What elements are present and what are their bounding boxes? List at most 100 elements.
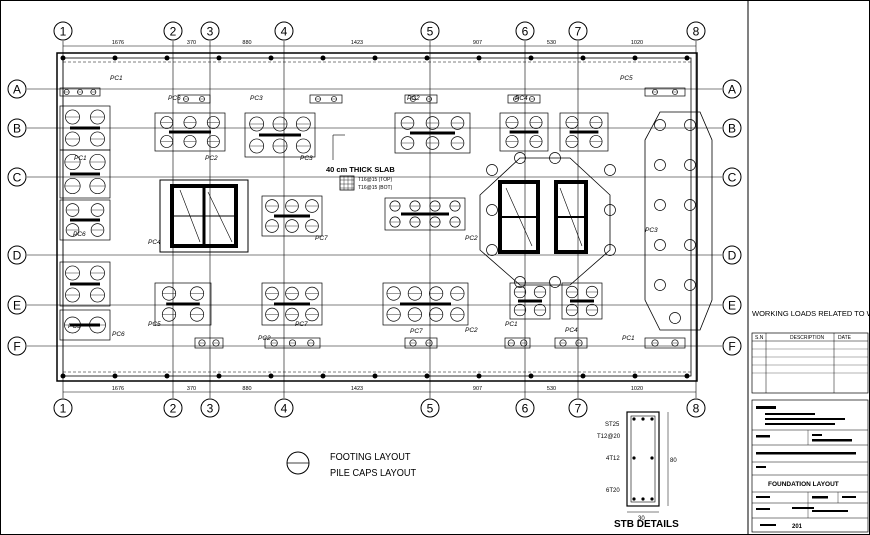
pile-cap-tag: PC3 [300,155,313,162]
pile-cap-tag: PC3 [250,95,263,102]
pile-cap [59,87,101,97]
pile-cap [504,337,531,349]
pile-cap-tag: PC2 [205,155,218,162]
pile-cap-wall [169,130,211,134]
tb-col-date: DATE [838,335,852,341]
pile-cap [261,282,323,326]
grid-label-col-1: 1 [60,25,67,39]
pile-cap [507,94,541,104]
pile [486,204,498,216]
grid-label-col-6: 6 [522,402,529,416]
grid-label-col-7: 7 [575,402,582,416]
grid-bubble-col-4 [274,398,294,418]
grid-bubble-col-7 [568,398,588,418]
legend-pile-caps-layout: PILE CAPS LAYOUT [330,468,416,479]
pile-cap [154,112,226,152]
pile-cap-tag: PC2 [465,327,478,334]
grid-bubble-row-E [7,295,27,315]
grid-bubble-col-3 [200,398,220,418]
stair-core-left [159,179,249,253]
pile-cap [154,282,212,326]
grid-label-row-B: B [728,122,736,136]
pile-cap [394,112,471,154]
grid-bubble-row-A [7,79,27,99]
pile-cap [559,112,609,152]
grid-bubble-col-2 [163,21,183,41]
boundary-pile [372,373,378,379]
grid-label-row-C: C [13,171,22,185]
pile-cap-tag: PC2 [258,335,271,342]
grid-label-row-E: E [728,299,736,313]
stb-detail: ST25 T12@20 4T12 6T20 80 30 STB DETAILS [597,411,679,530]
title-block: WORKING LOADS RELATED TO WALLS S.N DESCR… [751,309,870,533]
grid-bubble-row-F [722,336,742,356]
pile-cap-tag: PC5 [620,75,633,82]
pile-cap [264,337,321,349]
grid-bubble-row-B [722,118,742,138]
boundary-pile [60,55,66,61]
grid-label-row-F: F [728,340,735,354]
building-outline-inner [62,57,692,377]
grid-bubble-col-5 [420,21,440,41]
boundary-pile [112,55,118,61]
pile [486,244,498,256]
dimension-label: 880 [242,386,251,392]
pile-cap-wall [274,302,310,306]
boundary-pile [268,373,274,379]
dimension-label: 530 [547,40,556,46]
grid-label-col-1: 1 [60,402,67,416]
slab-top-rebar: T16@15 (TOP) [358,177,392,183]
pile-cap-wall [70,172,100,176]
tb-drawing-title: FOUNDATION LAYOUT [768,481,839,488]
stb-width-label: 30 [638,516,645,522]
pile-cap-tag: PC4 [148,239,161,246]
grid-label-col-2: 2 [170,25,177,39]
grid-bubble-row-C [722,167,742,187]
pile-cap [59,261,111,307]
dimension-label: 530 [547,386,556,392]
tb-sheet-number: 201 [792,524,803,530]
boundary-piles [60,55,690,379]
grid-bubble-row-D [7,245,27,265]
boundary-pile [112,373,118,379]
grid-bubble-row-C [7,167,27,187]
dimension-label: 907 [473,40,482,46]
pile-caps [59,87,696,349]
dimension-label: 907 [473,386,482,392]
boundary-pile [476,55,482,61]
pile-cap-tag: PC2 [407,95,420,102]
grid-label-col-8: 8 [693,25,700,39]
pile-cap-tag: PC1 [74,155,87,162]
boundary-pile [580,373,586,379]
boundary-pile [164,373,170,379]
grid-label-col-2: 2 [170,402,177,416]
pile [486,164,498,176]
boundary-pile [476,373,482,379]
pile-cap [404,94,438,104]
grid-label-row-E: E [13,299,21,313]
grid-label-row-A: A [728,83,736,97]
grid-bubble-col-3 [200,21,220,41]
boundary-pile [268,55,274,61]
pile [684,119,696,131]
lift-core-right [479,157,611,286]
boundary-pile [580,55,586,61]
pile-cap-tag: PC3 [645,227,658,234]
pile-cap [499,112,549,152]
pile-cap [261,195,323,237]
boundary-pile [164,55,170,61]
grid-label-row-D: D [728,249,737,263]
grid-bubble-col-7 [568,21,588,41]
pile-cap [644,337,686,349]
grid-label-row-A: A [13,83,21,97]
pile [684,159,696,171]
boundary-pile [424,373,430,379]
grid-label-col-3: 3 [207,25,214,39]
dimension-label: 370 [187,40,196,46]
grid-bubble-col-6 [515,398,535,418]
pile-cap [404,337,438,349]
grid-bubble-col-1 [53,21,73,41]
pile-cap-tag: PC6 [168,95,181,102]
